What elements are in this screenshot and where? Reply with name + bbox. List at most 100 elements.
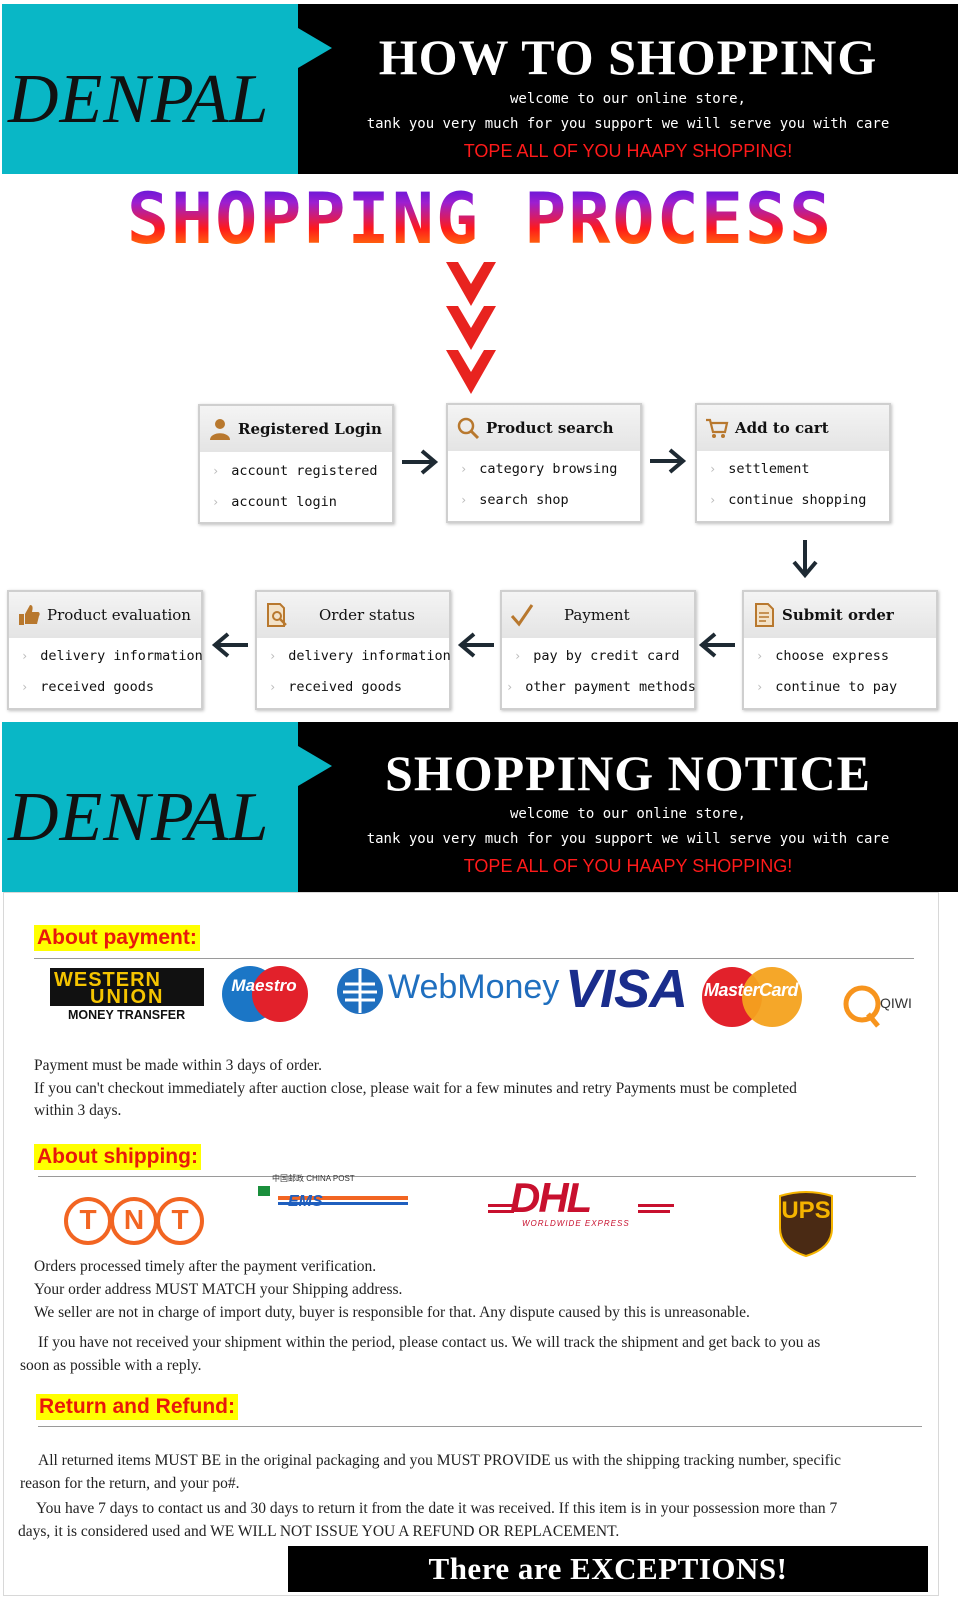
tnt-letter: T bbox=[171, 1204, 189, 1235]
step-item: pay by credit card bbox=[514, 648, 679, 664]
shopping-process-title: SHOPPING PROCESS bbox=[0, 178, 960, 260]
step-item: other payment methods bbox=[506, 679, 696, 695]
ems-logo-stripes bbox=[258, 1186, 408, 1205]
arrow-right-icon bbox=[402, 449, 439, 475]
shipping-text: We seller are not in charge of import du… bbox=[34, 1304, 750, 1321]
visa-logo: VISA bbox=[565, 959, 688, 1019]
down-chevrons-icon bbox=[446, 262, 496, 394]
arrow-down-icon bbox=[792, 540, 818, 579]
shipping-text: If you have not received your shipment w… bbox=[38, 1334, 821, 1351]
returns-section-title: Return and Refund: bbox=[36, 1394, 238, 1420]
step-item: account login bbox=[212, 494, 337, 510]
arrow-left-icon bbox=[211, 632, 248, 658]
thumbs-up-icon bbox=[19, 605, 40, 625]
step-item: delivery information bbox=[21, 648, 203, 664]
section-divider bbox=[38, 1426, 922, 1427]
banner-thanks-line: tank you very much for you support we wi… bbox=[366, 831, 890, 847]
mastercard-logo bbox=[702, 967, 802, 1027]
returns-text: reason for the return, and your po#. bbox=[20, 1475, 240, 1492]
payment-section-title: About payment: bbox=[34, 925, 200, 951]
banner-arrow-notch bbox=[298, 28, 332, 68]
cart-icon bbox=[706, 418, 729, 438]
china-post-label: 中国邮政 CHINA POST bbox=[272, 1174, 355, 1183]
step-item: continue to pay bbox=[756, 679, 897, 695]
banner-arrow-notch bbox=[298, 746, 332, 786]
banner-slogan: TOPE ALL OF YOU HAAPY SHOPPING! bbox=[463, 856, 793, 876]
dhl-logo-stripes bbox=[488, 1204, 674, 1213]
banner-title: HOW TO SHOPPING bbox=[378, 29, 878, 85]
arrow-right-icon bbox=[650, 448, 687, 474]
user-icon bbox=[210, 419, 230, 440]
shipping-text: Your order address MUST MATCH your Shipp… bbox=[34, 1281, 403, 1298]
step-item: search shop bbox=[460, 492, 568, 508]
brand-logo: DENPAL bbox=[8, 779, 270, 856]
step-payment: Payment pay by credit card other payment… bbox=[500, 590, 696, 710]
magnifier-icon bbox=[457, 417, 480, 440]
step-title: Product evaluation bbox=[47, 606, 191, 624]
step-product-search: Product search category browsing search … bbox=[446, 403, 642, 523]
western-union-logo: WESTERN UNION MONEY TRANSFER bbox=[50, 968, 205, 1024]
notice-panel bbox=[3, 892, 939, 1596]
section-divider bbox=[38, 1176, 916, 1177]
banner-cyan-panel bbox=[2, 4, 298, 174]
ups-shield-logo bbox=[779, 1191, 833, 1258]
ems-label: EMS bbox=[288, 1193, 323, 1210]
returns-text: days, it is considered used and WE WILL … bbox=[18, 1523, 620, 1540]
step-item: choose express bbox=[756, 648, 889, 664]
step-item: received goods bbox=[21, 679, 154, 695]
step-registered-login: Registered Login account registered acco… bbox=[198, 404, 394, 524]
returns-text: All returned items MUST BE in the origin… bbox=[38, 1452, 841, 1469]
step-title: Order status bbox=[319, 606, 415, 624]
payment-text: Payment must be made within 3 days of or… bbox=[34, 1057, 322, 1074]
step-item: account registered bbox=[212, 463, 377, 479]
header-banner-how-to-shopping: DENPAL HOW TO SHOPPING welcome to our on… bbox=[2, 4, 958, 174]
document-search-icon bbox=[267, 603, 287, 627]
banner-welcome-line: welcome to our online store, bbox=[509, 91, 746, 107]
step-item: delivery information bbox=[269, 648, 451, 664]
arrow-left-icon bbox=[457, 632, 494, 658]
step-title: Submit order bbox=[782, 606, 894, 624]
banner-title: SHOPPING NOTICE bbox=[385, 745, 871, 801]
shipping-text: Orders processed timely after the paymen… bbox=[34, 1258, 377, 1275]
payment-text: within 3 days. bbox=[34, 1102, 122, 1119]
step-item: category browsing bbox=[460, 461, 617, 477]
step-submit-order: Submit order choose express continue to … bbox=[742, 590, 938, 710]
returns-text: You have 7 days to contact us and 30 day… bbox=[36, 1500, 838, 1517]
arrow-left-icon bbox=[698, 632, 735, 658]
section-divider bbox=[34, 958, 914, 959]
brand-logo: DENPAL bbox=[8, 61, 270, 138]
maestro-label: Maestro bbox=[231, 976, 297, 995]
checkmark-icon bbox=[510, 604, 534, 627]
banner-slogan: TOPE ALL OF YOU HAAPY SHOPPING! bbox=[463, 141, 793, 161]
qiwi-logo-icon bbox=[843, 985, 881, 1028]
header-banner-shopping-notice: DENPAL SHOPPING NOTICE welcome to our on… bbox=[2, 722, 958, 892]
dhl-tagline: WORLDWIDE EXPRESS bbox=[522, 1219, 630, 1228]
step-title: Payment bbox=[564, 606, 630, 624]
webmoney-label: WebMoney bbox=[388, 968, 560, 1006]
maestro-logo bbox=[222, 966, 308, 1022]
step-add-to-cart: Add to cart settlement continue shopping bbox=[695, 403, 891, 523]
webmoney-globe-icon bbox=[337, 968, 383, 1014]
tnt-letter: T bbox=[79, 1204, 97, 1235]
shipping-text: soon as possible with a reply. bbox=[20, 1357, 202, 1374]
step-title: Product search bbox=[486, 419, 614, 437]
step-item: settlement bbox=[709, 461, 809, 477]
step-product-evaluation: Product evaluation delivery information … bbox=[7, 590, 203, 710]
dhl-logo: DHL bbox=[510, 1174, 592, 1221]
step-item: received goods bbox=[269, 679, 402, 695]
step-item: continue shopping bbox=[709, 492, 866, 508]
banner-cyan-panel bbox=[2, 722, 298, 892]
banner-thanks-line: tank you very much for you support we wi… bbox=[366, 116, 890, 132]
banner-welcome-line: welcome to our online store, bbox=[509, 806, 746, 822]
tnt-letter: N bbox=[123, 1204, 145, 1235]
qiwi-label: QIWI bbox=[880, 995, 912, 1011]
step-order-status: Order status delivery information receiv… bbox=[255, 590, 451, 710]
mastercard-label: MasterCard bbox=[703, 980, 799, 1000]
step-title: Add to cart bbox=[735, 419, 829, 437]
payment-text: If you can't checkout immediately after … bbox=[34, 1080, 797, 1097]
ups-label: UPS bbox=[781, 1197, 831, 1224]
step-title: Registered Login bbox=[238, 420, 382, 438]
tnt-logo bbox=[64, 1197, 204, 1245]
document-icon bbox=[755, 603, 774, 627]
exceptions-banner: There are EXCEPTIONS! bbox=[288, 1546, 928, 1592]
